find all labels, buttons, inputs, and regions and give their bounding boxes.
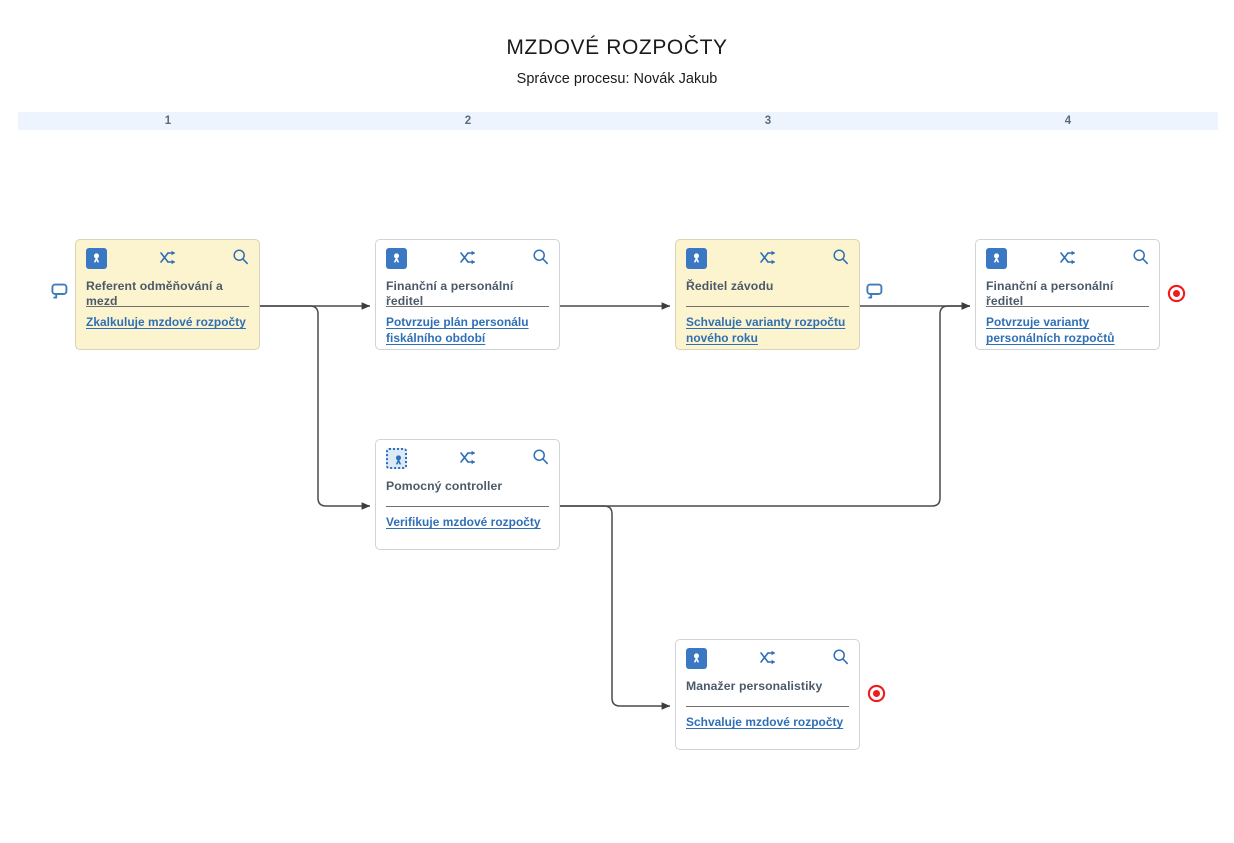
swimlane-number-3: 3 bbox=[764, 115, 772, 127]
card-divider bbox=[86, 306, 249, 307]
card-task-link[interactable]: Schvaluje varianty rozpočtu nového roku bbox=[686, 315, 846, 345]
card-task-link[interactable]: Schvaluje mzdové rozpočty bbox=[686, 715, 844, 729]
card-role-label: Finanční a personální ředitel bbox=[386, 279, 514, 308]
search-icon[interactable] bbox=[832, 248, 849, 270]
card-task-link[interactable]: Potvrzuje varianty personálních rozpočtů bbox=[986, 315, 1115, 345]
edge-referent-to-controller bbox=[260, 305, 371, 510]
search-icon[interactable] bbox=[532, 448, 549, 470]
card-role-label: Referent odměňování a mezd bbox=[86, 279, 223, 308]
end-event-icon bbox=[1167, 284, 1186, 308]
card-toolbar bbox=[686, 648, 849, 678]
comment-icon[interactable] bbox=[865, 282, 884, 306]
person-badge-icon bbox=[386, 248, 407, 269]
search-icon[interactable] bbox=[832, 648, 849, 670]
search-icon[interactable] bbox=[532, 248, 549, 270]
swimlane-number-1: 1 bbox=[164, 115, 172, 127]
card-task-link[interactable]: Potvrzuje plán personálu fiskálního obdo… bbox=[386, 315, 529, 345]
search-icon[interactable] bbox=[1132, 248, 1149, 270]
shuffle-icon[interactable] bbox=[459, 449, 477, 472]
person-badge-icon bbox=[986, 248, 1007, 269]
card-role-label: Finanční a personální ředitel bbox=[986, 279, 1114, 308]
card-toolbar bbox=[686, 248, 849, 278]
card-divider bbox=[986, 306, 1149, 307]
card-task-link[interactable]: Zkalkuluje mzdové rozpočty bbox=[86, 315, 246, 329]
person-badge-dotted-icon bbox=[386, 448, 407, 469]
card-role-label: Manažer personalistiky bbox=[686, 679, 823, 693]
person-badge-icon bbox=[86, 248, 107, 269]
card-role-label: Ředitel závodu bbox=[686, 279, 774, 293]
card-toolbar bbox=[386, 248, 549, 278]
edge-controller-to-manazer bbox=[560, 505, 671, 710]
shuffle-icon[interactable] bbox=[1059, 249, 1077, 272]
end-event-icon bbox=[867, 684, 886, 708]
card-role-label: Pomocný controller bbox=[386, 479, 503, 493]
card-toolbar bbox=[86, 248, 249, 278]
swimlane-number-4: 4 bbox=[1064, 115, 1072, 127]
page-title: MZDOVÉ ROZPOČTY bbox=[506, 36, 728, 59]
shuffle-icon[interactable] bbox=[759, 249, 777, 272]
search-icon[interactable] bbox=[232, 248, 249, 270]
card-toolbar bbox=[986, 248, 1149, 278]
shuffle-icon[interactable] bbox=[759, 649, 777, 672]
card-task-link[interactable]: Verifikuje mzdové rozpočty bbox=[386, 515, 541, 529]
person-badge-icon bbox=[686, 248, 707, 269]
card-divider bbox=[686, 306, 849, 307]
card-toolbar bbox=[386, 448, 549, 478]
swimlane-number-2: 2 bbox=[464, 115, 472, 127]
card-divider bbox=[386, 306, 549, 307]
shuffle-icon[interactable] bbox=[159, 249, 177, 272]
shuffle-icon[interactable] bbox=[459, 249, 477, 272]
card-divider bbox=[386, 506, 549, 507]
swimlane-header-band bbox=[18, 112, 1218, 130]
comment-icon[interactable] bbox=[50, 282, 69, 306]
person-badge-icon bbox=[686, 648, 707, 669]
page-subtitle: Správce procesu: Novák Jakub bbox=[516, 71, 718, 87]
card-divider bbox=[686, 706, 849, 707]
